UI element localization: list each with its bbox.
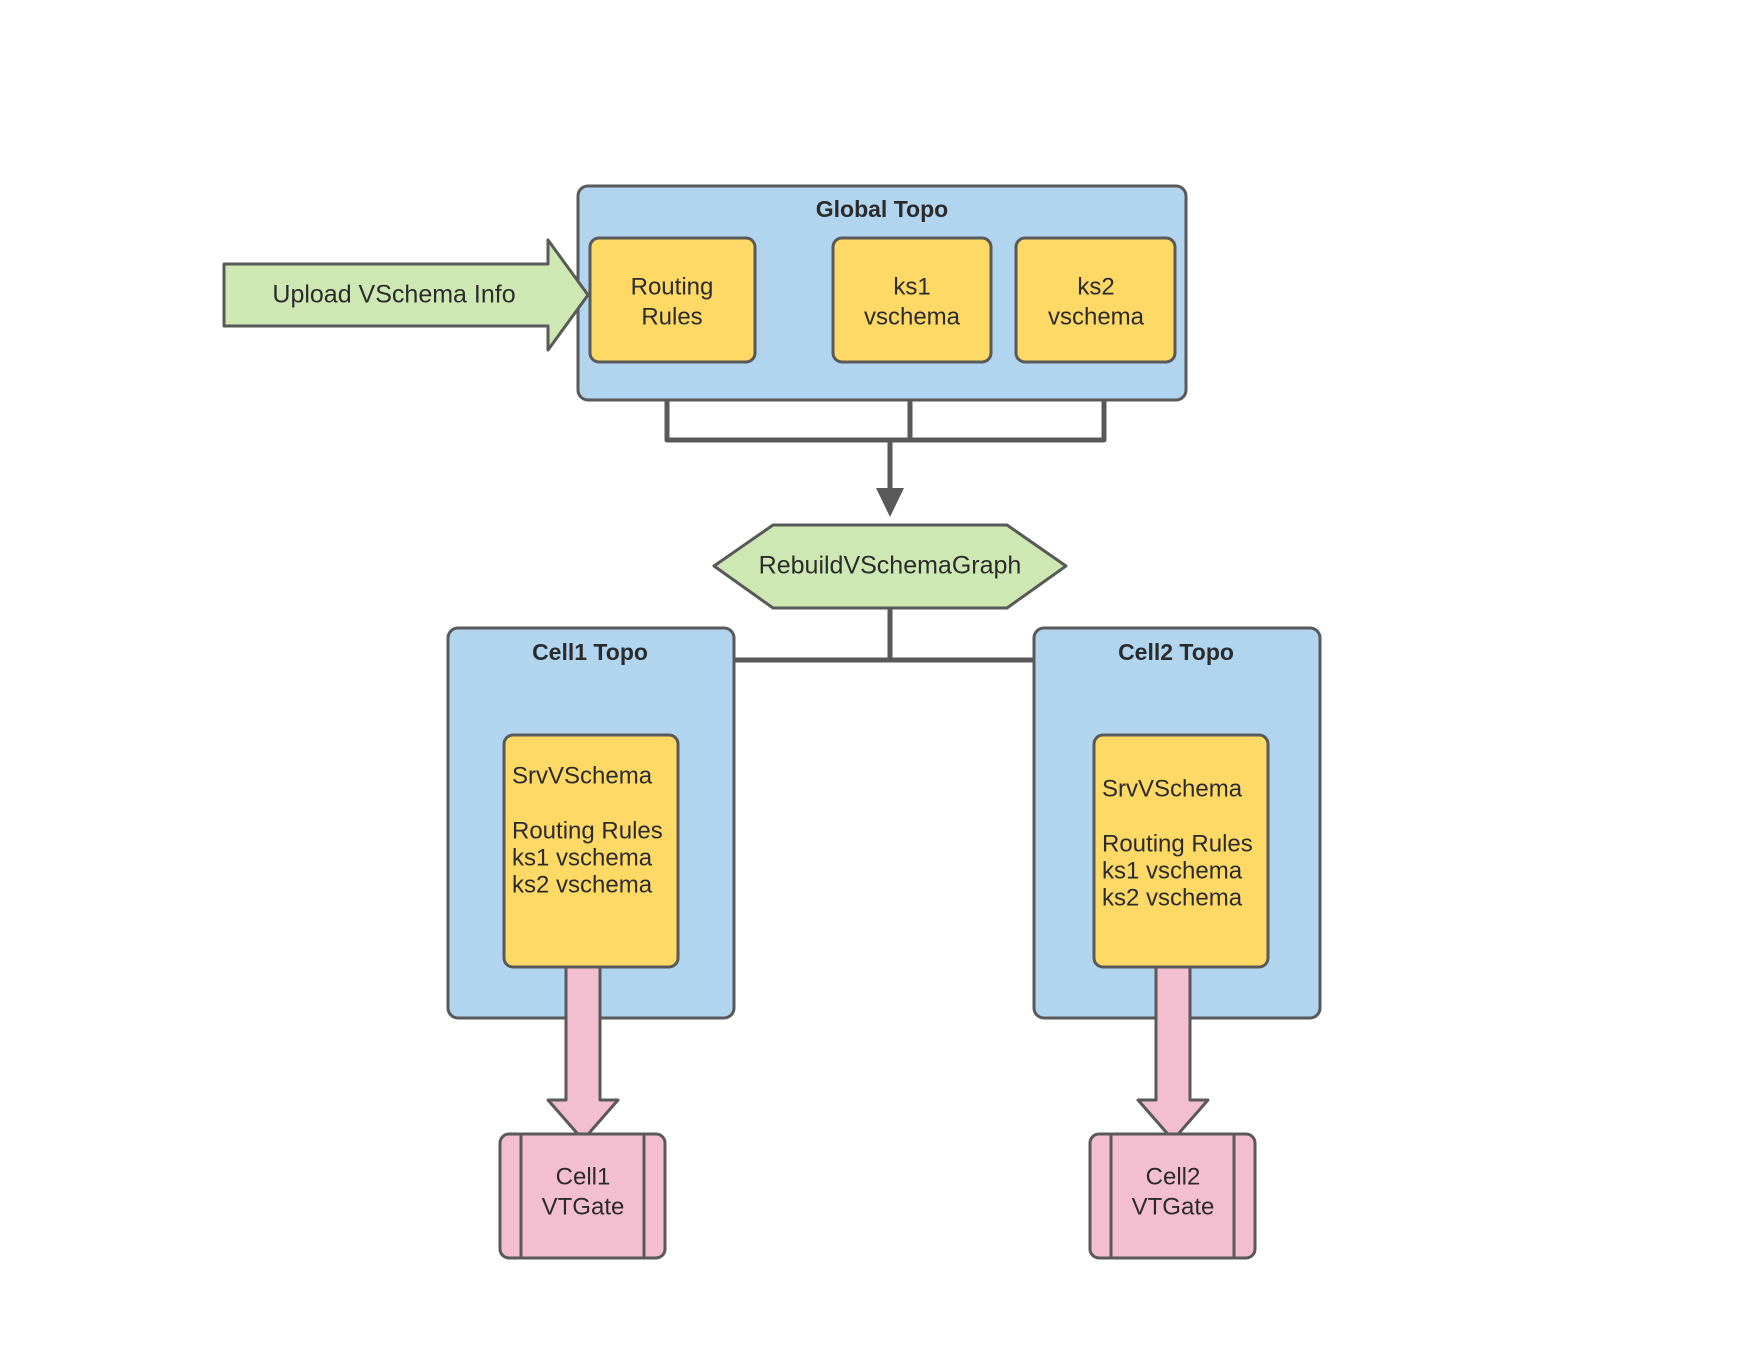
- node-routing-rules-line2: Rules: [641, 303, 702, 330]
- cell2-srvvschema-item-1: ks1 vschema: [1102, 857, 1243, 884]
- node-ks1-vschema[interactable]: ks1 vschema: [831, 236, 993, 364]
- cell1-srvvschema-item-1: ks1 vschema: [512, 844, 653, 871]
- upload-vschema-arrow[interactable]: Upload VSchema Info: [222, 238, 590, 352]
- cell1-srvvschema-node[interactable]: SrvVSchema Routing Rules ks1 vschema ks2…: [502, 733, 680, 969]
- cell1-topo-label: Cell1 Topo: [532, 639, 648, 665]
- cell1-srvvschema-item-2: ks2 vschema: [512, 871, 653, 898]
- node-ks2-vschema[interactable]: ks2 vschema: [1014, 236, 1177, 364]
- cell1-vtgate-line1: Cell1: [556, 1163, 611, 1190]
- node-routing-rules[interactable]: Routing Rules: [588, 236, 757, 364]
- node-ks2-vschema-line1: ks2: [1077, 273, 1114, 300]
- node-ks1-vschema-line1: ks1: [893, 273, 930, 300]
- cell2-vtgate-node[interactable]: Cell2 VTGate: [1088, 1132, 1257, 1260]
- cell2-srvvschema-node[interactable]: SrvVSchema Routing Rules ks1 vschema ks2…: [1092, 733, 1270, 969]
- cell2-srvvschema-item-2: ks2 vschema: [1102, 884, 1243, 911]
- cell1-vtgate-line2: VTGate: [542, 1193, 625, 1220]
- node-ks1-vschema-line2: vschema: [864, 303, 961, 330]
- cell2-vtgate-line1: Cell2: [1146, 1163, 1201, 1190]
- rebuild-vschema-graph-node[interactable]: RebuildVSchemaGraph: [712, 523, 1068, 610]
- cell2-srvvschema-heading: SrvVSchema: [1102, 775, 1243, 802]
- cell2-vtgate-line2: VTGate: [1132, 1193, 1215, 1220]
- global-topo-label: Global Topo: [816, 196, 948, 222]
- cell2-srvvschema-item-0: Routing Rules: [1102, 830, 1253, 857]
- edge-cell1-srv-to-vtgate: [546, 965, 620, 1142]
- upload-vschema-arrow-label: Upload VSchema Info: [272, 281, 515, 309]
- node-ks2-vschema-line2: vschema: [1048, 303, 1145, 330]
- cell1-srvvschema-heading: SrvVSchema: [512, 762, 653, 789]
- edge-cell2-srv-to-vtgate: [1136, 965, 1210, 1142]
- rebuild-vschema-graph-label: RebuildVSchemaGraph: [759, 552, 1022, 580]
- cell1-srvvschema-item-0: Routing Rules: [512, 817, 663, 844]
- cell1-vtgate-node[interactable]: Cell1 VTGate: [498, 1132, 667, 1260]
- cell2-topo-label: Cell2 Topo: [1118, 639, 1234, 665]
- node-routing-rules-line1: Routing: [631, 273, 714, 300]
